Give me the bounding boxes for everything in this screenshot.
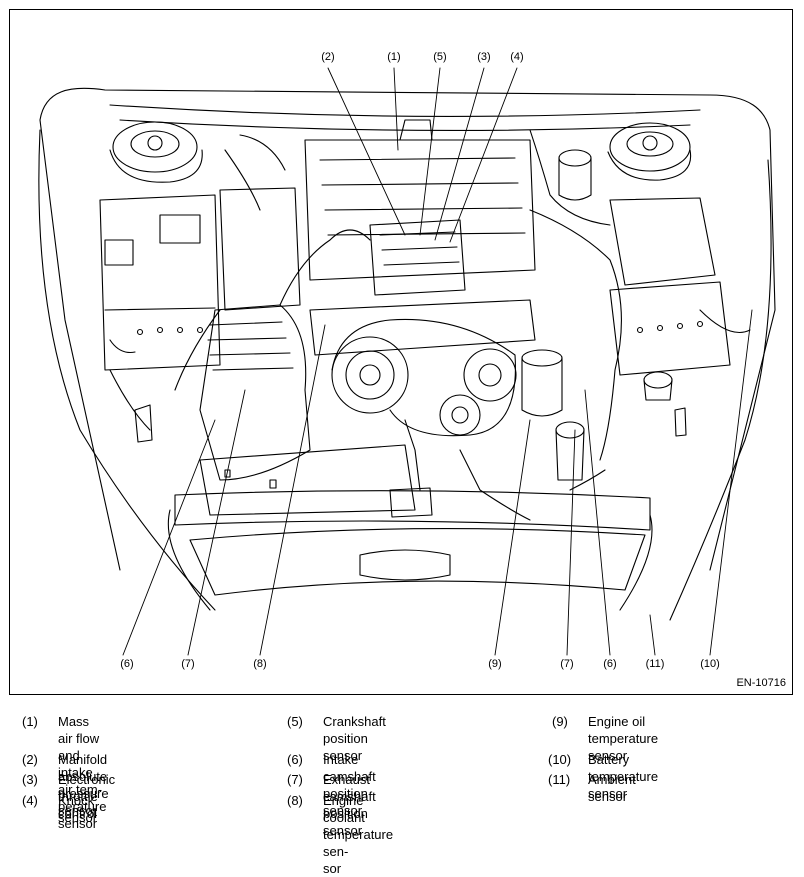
legend-text: Exhaust camshaft position sensor xyxy=(323,772,376,838)
legend-num: (4) xyxy=(22,793,38,808)
oil-filter xyxy=(521,349,585,481)
firewall xyxy=(109,104,701,117)
callout-7-left: (7) xyxy=(181,658,195,670)
diagram-frame: (2) (1) (5) (3) (4) (6) (7) (8) (9) (7) … xyxy=(9,9,793,695)
callout-4: (4) xyxy=(510,51,524,63)
intake-manifold xyxy=(304,119,536,296)
legend-num: (11) xyxy=(548,772,571,787)
legend-text: Engine oil temperature sensor xyxy=(588,714,659,763)
legend-num: (5) xyxy=(287,714,303,729)
callout-1: (1) xyxy=(387,51,401,63)
figure-id: EN-10716 xyxy=(736,677,786,689)
legend-text: Ambient sensor xyxy=(588,772,636,804)
legend-text: Mass air flow and intake air tem-peratur… xyxy=(58,714,107,831)
alternator-and-pulleys xyxy=(309,299,536,437)
fuse-box xyxy=(609,197,731,401)
right-strut-tower xyxy=(607,122,692,181)
legend-num: (3) xyxy=(22,772,38,787)
callout-10: (10) xyxy=(700,658,720,670)
callout-11: (11) xyxy=(645,658,665,670)
right-fender xyxy=(669,159,772,621)
legend-text: Engine coolant temperature sen-sor xyxy=(323,793,394,876)
legend-num: (2) xyxy=(22,752,38,767)
left-strut-tower xyxy=(109,121,203,183)
wiring-harness xyxy=(224,134,622,521)
brake-reservoir xyxy=(529,129,611,226)
hood-latch xyxy=(389,487,433,518)
legend-num: (6) xyxy=(287,752,303,767)
legend-num: (7) xyxy=(287,772,303,787)
legend-num: (1) xyxy=(22,714,38,729)
leader-lines xyxy=(122,67,753,656)
callout-5: (5) xyxy=(433,51,447,63)
callout-8: (8) xyxy=(253,658,267,670)
legend: (1) Mass air flow and intake air tem-per… xyxy=(0,706,804,876)
legend-num: (10) xyxy=(548,752,572,767)
engine-bay-illustration xyxy=(38,67,776,656)
callout-6-right: (6) xyxy=(603,658,617,670)
legend-num: (8) xyxy=(287,793,303,808)
air-intake xyxy=(199,187,416,516)
legend-num: (9) xyxy=(552,714,568,729)
battery xyxy=(99,194,221,371)
radiator-support xyxy=(167,490,653,611)
callout-9: (9) xyxy=(488,658,502,670)
left-fender xyxy=(38,129,216,611)
hood-outline xyxy=(39,87,776,571)
callout-7-right: (7) xyxy=(560,658,574,670)
callout-6-left: (6) xyxy=(120,658,134,670)
legend-text: Crankshaft position sensor xyxy=(323,714,386,763)
legend-text: Knock sensor xyxy=(58,793,98,825)
callout-3: (3) xyxy=(477,51,491,63)
legend-text: Battery temperature sensor xyxy=(588,752,659,801)
callout-2: (2) xyxy=(321,51,335,63)
legend-text: Intake camshaft position sensor xyxy=(323,752,376,818)
legend-text: Manifold absolute pressure sensor xyxy=(58,752,109,818)
legend-text: Electronic throttle control xyxy=(58,772,116,821)
